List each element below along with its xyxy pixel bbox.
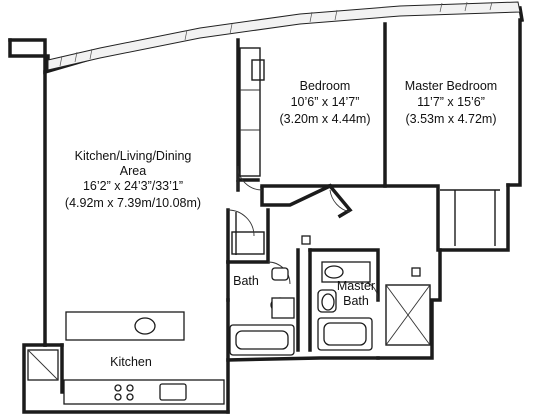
label-bedroom-dims-metric: (3.20m x 4.44m)	[279, 112, 370, 126]
label-master-bedroom-dims: 11’7” x 15’6”	[417, 95, 485, 109]
room-labels: Kitchen/Living/Dining Area 16’2” x 24’3”…	[65, 79, 497, 369]
exterior-window-wall	[8, 1, 525, 75]
closets	[239, 47, 265, 177]
label-kitchen: Kitchen	[110, 355, 152, 369]
label-master-bedroom-dims-metric: (3.53m x 4.72m)	[405, 112, 496, 126]
label-master-bedroom-name: Master Bedroom	[405, 79, 497, 93]
fixtures	[27, 235, 421, 405]
label-master-bath-line2: Bath	[343, 294, 369, 308]
label-kitchen-living-dining-dims-metric: (4.92m x 7.39m/10.08m)	[65, 196, 201, 210]
label-kitchen-living-dining-name-line2: Area	[120, 164, 146, 178]
perimeter-walls	[22, 18, 522, 414]
kitchen-counter	[63, 379, 225, 405]
label-bedroom-dims: 10’6” x 14’7”	[291, 95, 360, 109]
label-kitchen-living-dining-dims: 16’2” x 24’3”/33’1”	[83, 179, 183, 193]
sink-icon	[159, 383, 187, 401]
label-bath: Bath	[233, 274, 259, 288]
bath-toilet-icon	[271, 267, 289, 281]
label-bedroom-name: Bedroom	[300, 79, 351, 93]
label-kitchen-living-dining-name: Kitchen/Living/Dining	[75, 149, 192, 163]
label-master-bath-line1: Master	[337, 279, 375, 293]
kitchen-island	[65, 311, 185, 341]
stove-icon	[114, 384, 122, 392]
